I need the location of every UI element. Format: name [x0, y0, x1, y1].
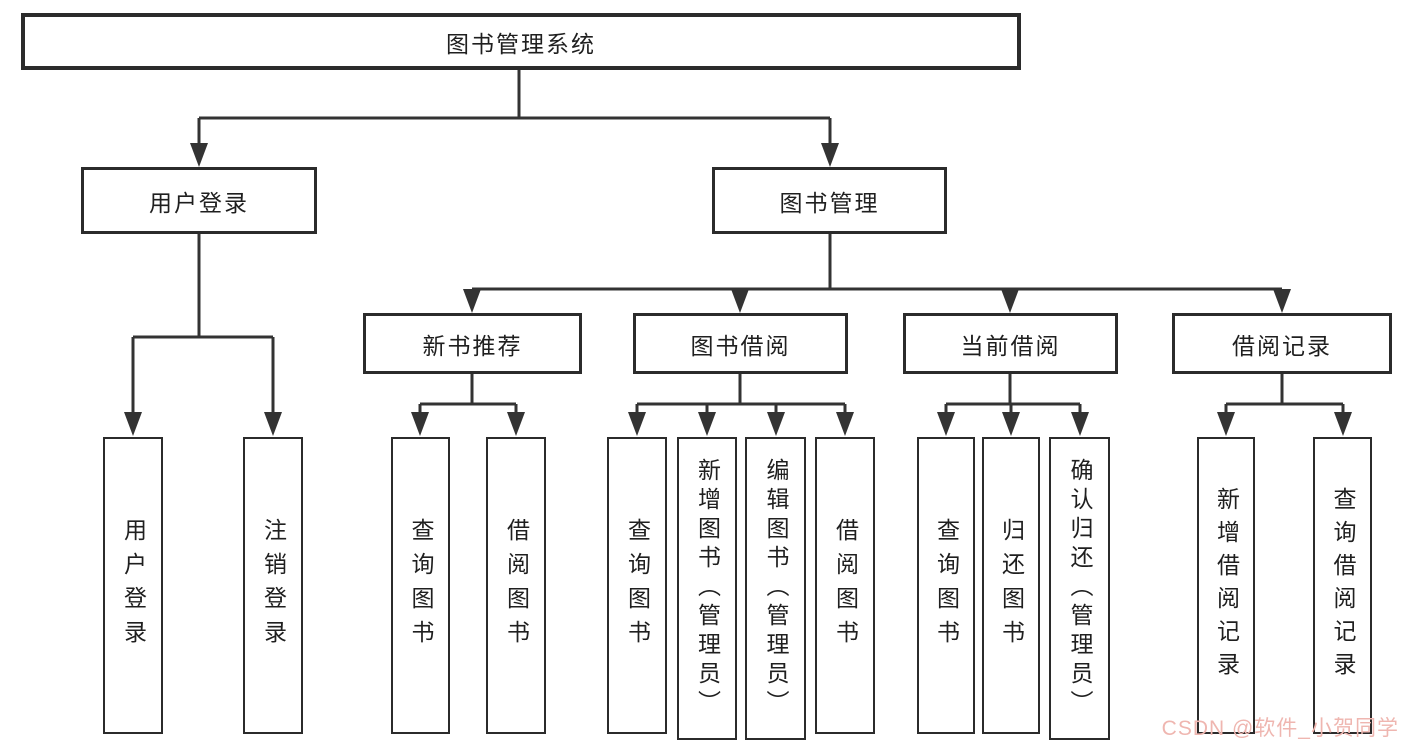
node-book-management: 图书管理	[712, 167, 947, 234]
node-book-borrow-label: 图书借阅	[690, 332, 791, 359]
leaf-query-borrow-record: 查询借阅记录	[1313, 437, 1372, 734]
node-current-borrow: 当前借阅	[903, 313, 1118, 374]
leaf-logout-label: 注销登录	[260, 517, 287, 654]
leaf-borrow-books: 借阅图书	[815, 437, 875, 734]
leaf-borrow-books-recommend: 借阅图书	[486, 437, 546, 734]
leaf-query-books-borrow: 查询图书	[607, 437, 667, 734]
leaf-user-login: 用户登录	[103, 437, 163, 734]
node-book-management-label: 图书管理	[779, 189, 880, 216]
leaf-logout: 注销登录	[243, 437, 303, 734]
node-new-book-recommend: 新书推荐	[363, 313, 582, 374]
leaf-edit-books-admin-label: 编辑图书（管理员）	[763, 458, 789, 719]
leaf-return-books-label: 归还图书	[998, 517, 1025, 654]
node-user-login: 用户登录	[81, 167, 317, 234]
leaf-add-borrow-record-label: 新增借阅记录	[1213, 486, 1240, 685]
leaf-add-borrow-record: 新增借阅记录	[1197, 437, 1255, 734]
leaf-query-books-borrow-label: 查询图书	[624, 517, 651, 654]
leaf-borrow-books-recommend-label: 借阅图书	[503, 517, 530, 654]
leaf-user-login-label: 用户登录	[120, 517, 147, 654]
leaf-confirm-return-admin: 确认归还（管理员）	[1049, 437, 1110, 740]
node-root: 图书管理系统	[21, 13, 1021, 70]
node-root-label: 图书管理系统	[446, 30, 596, 57]
leaf-query-books-recommend-label: 查询图书	[408, 517, 434, 654]
leaf-query-books-current: 查询图书	[917, 437, 975, 734]
leaf-confirm-return-admin-label: 确认归还（管理员）	[1067, 458, 1093, 719]
node-book-borrow: 图书借阅	[633, 313, 848, 374]
node-current-borrow-label: 当前借阅	[960, 332, 1061, 359]
leaf-borrow-books-label: 借阅图书	[832, 517, 859, 654]
leaf-query-books-recommend: 查询图书	[391, 437, 450, 734]
node-new-book-recommend-label: 新书推荐	[422, 332, 523, 359]
leaf-return-books: 归还图书	[982, 437, 1040, 734]
leaf-query-books-current-label: 查询图书	[933, 517, 960, 654]
node-borrow-records-label: 借阅记录	[1232, 332, 1332, 359]
node-user-login-label: 用户登录	[149, 189, 249, 216]
node-borrow-records: 借阅记录	[1172, 313, 1392, 374]
leaf-query-borrow-record-label: 查询借阅记录	[1330, 486, 1356, 685]
leaf-add-books-admin-label: 新增图书（管理员）	[694, 458, 721, 719]
leaf-edit-books-admin: 编辑图书（管理员）	[745, 437, 806, 740]
leaf-add-books-admin: 新增图书（管理员）	[677, 437, 737, 740]
